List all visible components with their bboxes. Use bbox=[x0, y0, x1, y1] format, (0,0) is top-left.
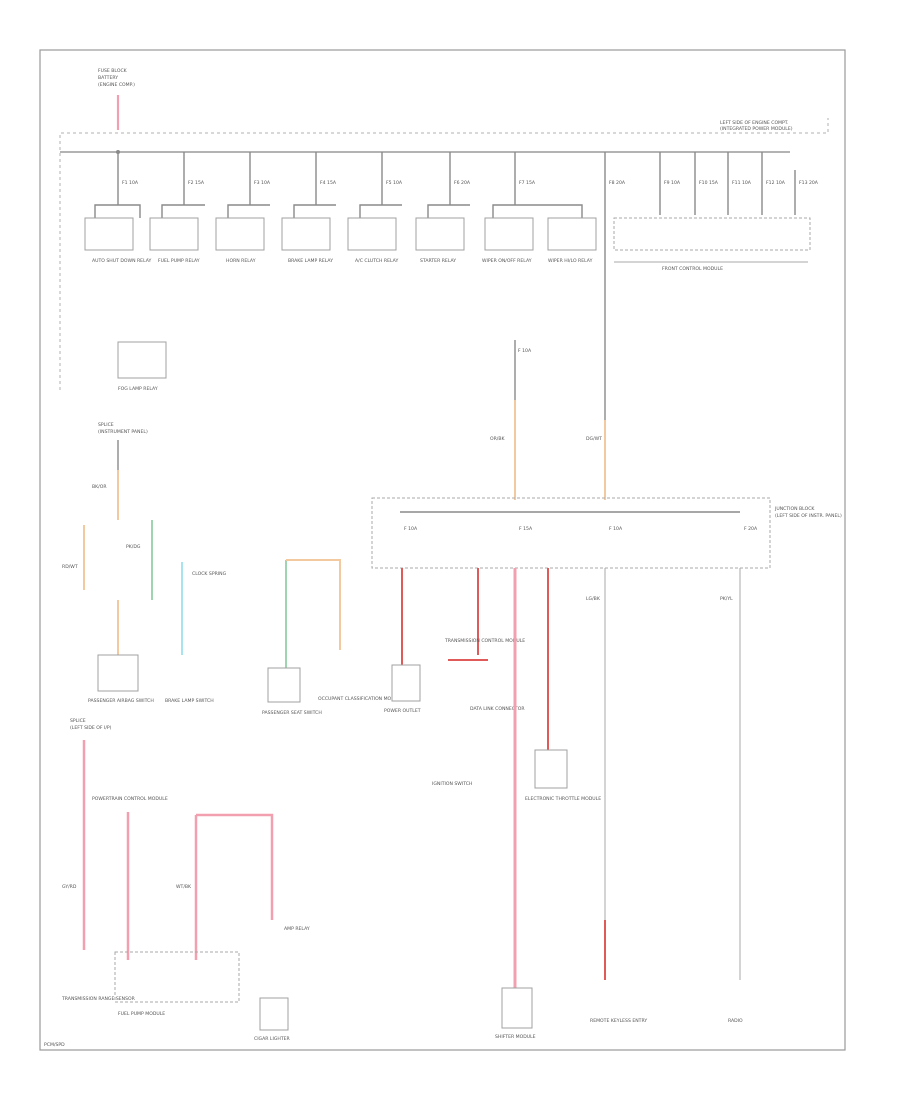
wire-code-9: WT/BK bbox=[176, 884, 192, 890]
top-source-sub2-label: (ENGINE COMP.) bbox=[98, 82, 135, 88]
fuse-label-3: F3 10A bbox=[254, 180, 271, 186]
fuel-pump-module-label: FUEL PUMP MODULE bbox=[118, 1011, 165, 1017]
module-outline-dashed bbox=[59, 118, 829, 390]
clock-spring-label: CLOCK SPRING bbox=[192, 571, 227, 577]
cigar-lighter-label: CIGAR LIGHTER bbox=[254, 1036, 291, 1042]
fuse-label-7: F7 15A bbox=[519, 180, 536, 186]
remote-keyless-entry-label: REMOTE KEYLESS ENTRY bbox=[590, 1018, 647, 1024]
jb-fuse-1: F 10A bbox=[404, 526, 418, 532]
shifter-module-label: SHIFTER MODULE bbox=[495, 1034, 536, 1040]
fuse-label-1: F1 10A bbox=[122, 180, 139, 186]
wire-code-5: DG/WT bbox=[586, 436, 602, 442]
front-control-module-label: FRONT CONTROL MODULE bbox=[662, 266, 723, 272]
wire-code-1: BK/OR bbox=[92, 484, 107, 490]
fuel-pump-module bbox=[114, 951, 240, 1003]
fog-lamp-relay bbox=[117, 341, 167, 379]
junction-block-label: JUNCTION BLOCK bbox=[774, 506, 815, 512]
fog-lamp-relay-label: FOG LAMP RELAY bbox=[118, 386, 158, 392]
lower-left-splice-sub-label: (LEFT SIDE OF I/P) bbox=[70, 725, 112, 731]
passenger-airbag-switch-label: PASSENGER AIRBAG SWITCH bbox=[88, 698, 154, 704]
wire-code-7: PK/YL bbox=[720, 596, 733, 602]
relay-label-6: STARTER RELAY bbox=[420, 258, 456, 264]
electronic-throttle-module bbox=[534, 749, 568, 789]
footer-label: PCM/SPD bbox=[44, 1042, 65, 1048]
fuse-label-8: F8 20A bbox=[609, 180, 626, 186]
fuse-drops bbox=[117, 152, 796, 420]
orange-wire-mid bbox=[286, 559, 341, 650]
relay-label-7: WIPER ON/OFF RELAY bbox=[482, 258, 532, 264]
wire-code-2: RD/WT bbox=[62, 564, 78, 570]
top-right-sub-label: (INTEGRATED POWER MODULE) bbox=[720, 126, 793, 132]
jb-fuse-4: F 20A bbox=[744, 526, 758, 532]
junction-block-sub-label: (LEFT SIDE OF INSTR. PANEL) bbox=[775, 513, 842, 519]
radio-label: RADIO bbox=[728, 1018, 743, 1024]
fuse-mid-label: F 10A bbox=[518, 348, 532, 354]
powertrain-control-label: POWERTRAIN CONTROL MODULE bbox=[92, 796, 168, 802]
left-splice-label: SPLICE bbox=[98, 422, 114, 428]
relay-label-1: AUTO SHUT DOWN RELAY bbox=[92, 258, 152, 264]
lower-left-splice-label: SPLICE bbox=[70, 718, 86, 724]
cigar-lighter bbox=[259, 997, 289, 1031]
brake-lamp-switch-label: BRAKE LAMP SWITCH bbox=[165, 698, 214, 704]
relay-label-2: FUEL PUMP RELAY bbox=[158, 258, 200, 264]
shifter-module bbox=[501, 987, 533, 1029]
fuse-label-4: F4 15A bbox=[320, 180, 337, 186]
top-right-label: LEFT SIDE OF ENGINE COMPT. bbox=[720, 120, 789, 126]
power-outlet-label: POWER OUTLET bbox=[384, 708, 421, 714]
wire-code-6: LG/BK bbox=[586, 596, 601, 602]
fuse-label-5: F5 10A bbox=[386, 180, 403, 186]
electronic-throttle-module-label: ELECTRONIC THROTTLE MODULE bbox=[525, 796, 601, 802]
relay-label-8: WIPER HI/LO RELAY bbox=[548, 258, 593, 264]
transmission-control-label: TRANSMISSION CONTROL MODULE bbox=[444, 638, 525, 644]
occupant-classification-label: OCCUPANT CLASSIFICATION MODULE bbox=[318, 696, 404, 702]
passenger-seat-switch bbox=[267, 667, 301, 703]
fuse-label-6: F6 20A bbox=[454, 180, 471, 186]
wire-code-3: PK/DG bbox=[126, 544, 141, 550]
diagram-frame bbox=[39, 49, 846, 1051]
fuse-label-10: F10 15A bbox=[699, 180, 719, 186]
top-source-sub-label: BATTERY bbox=[98, 75, 118, 81]
relay-label-3: HORN RELAY bbox=[226, 258, 256, 264]
lower-pink-wire-3 bbox=[196, 813, 274, 920]
fuse-label-11: F11 10A bbox=[732, 180, 752, 186]
transmission-range-sensor-label: TRANSMISSION RANGE SENSOR bbox=[61, 996, 136, 1002]
top-source-label: FUSE BLOCK bbox=[98, 68, 128, 74]
power-outlet bbox=[391, 664, 421, 702]
wire-code-4: OR/BK bbox=[490, 436, 506, 442]
jb-fuse-3: F 10A bbox=[609, 526, 623, 532]
fuse-label-12: F12 10A bbox=[766, 180, 786, 186]
fuse-label-13: F13 20A bbox=[799, 180, 819, 186]
junction-block bbox=[371, 497, 771, 569]
relay-row bbox=[84, 204, 811, 251]
left-splice-sub-label: (INSTRUMENT PANEL) bbox=[98, 429, 148, 435]
amp-relay-label: AMP RELAY bbox=[284, 926, 310, 932]
fuse-label-9: F9 10A bbox=[664, 180, 681, 186]
fuse-label-2: F2 15A bbox=[188, 180, 205, 186]
jb-fuse-2: F 15A bbox=[519, 526, 533, 532]
ignition-switch-label: IGNITION SWITCH bbox=[432, 781, 472, 787]
wire-code-8: GY/RD bbox=[62, 884, 77, 890]
passenger-seat-switch-label: PASSENGER SEAT SWITCH bbox=[262, 710, 322, 716]
relay-label-5: A/C CLUTCH RELAY bbox=[355, 258, 398, 264]
passenger-airbag-switch bbox=[97, 654, 139, 692]
data-link-connector-label: DATA LINK CONNECTOR bbox=[470, 706, 525, 712]
relay-label-4: BRAKE LAMP RELAY bbox=[288, 258, 333, 264]
